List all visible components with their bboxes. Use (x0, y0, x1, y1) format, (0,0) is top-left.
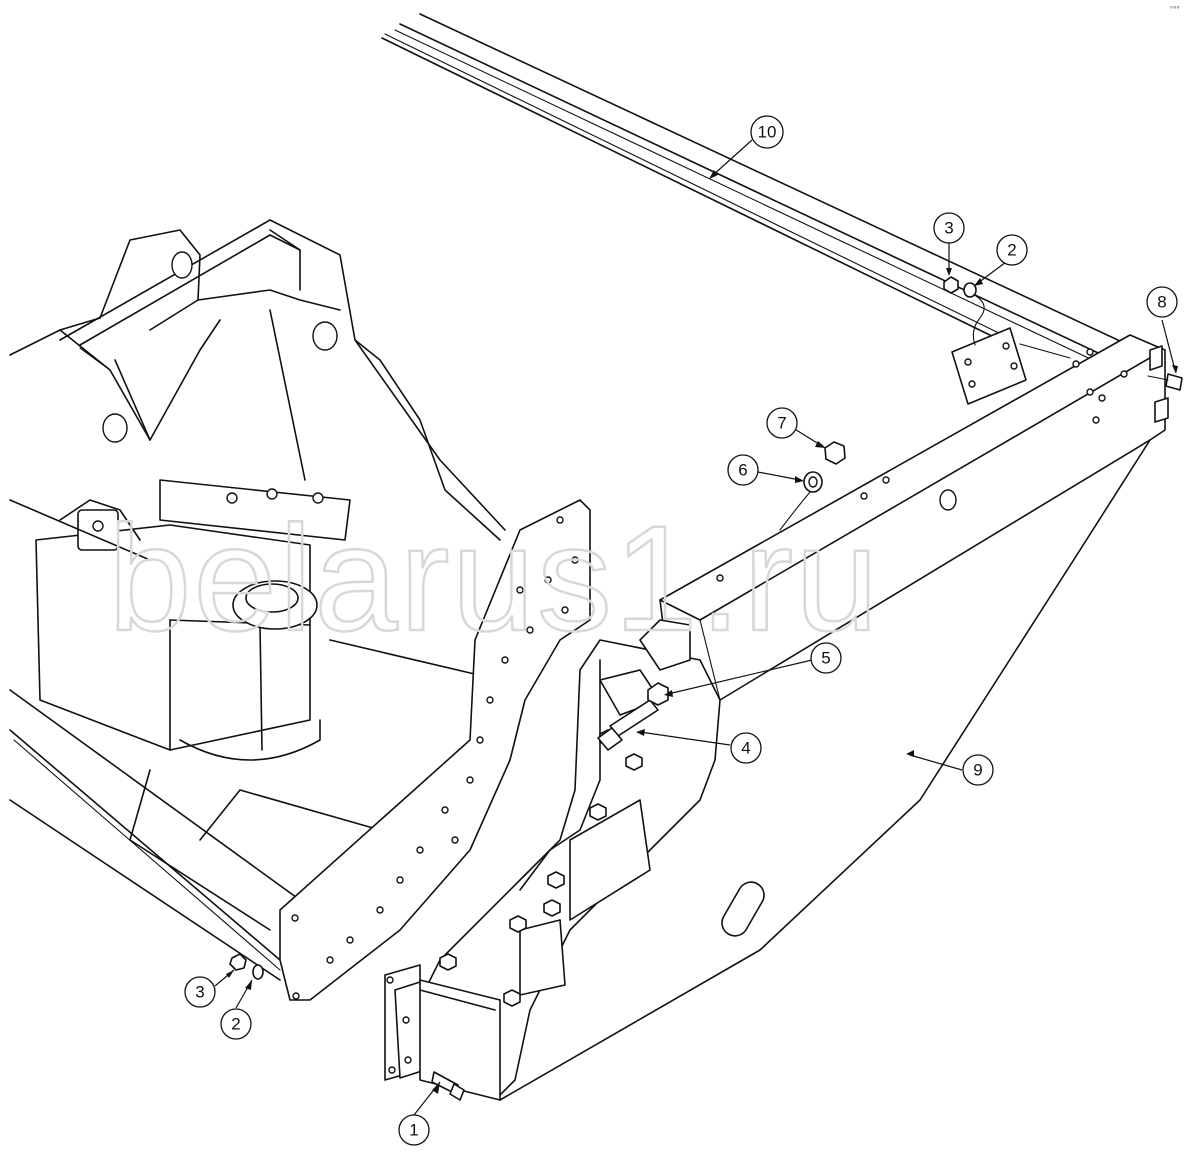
callout-9: 9 (962, 754, 994, 786)
callout-6: 6 (727, 454, 759, 486)
nut-part-7 (824, 441, 846, 465)
callout-2-top-label: 2 (1007, 241, 1016, 260)
callout-3-top: 3 (933, 212, 965, 244)
callout-7: 7 (766, 407, 798, 439)
callout-6-label: 6 (738, 461, 747, 480)
callout-3-left-label: 3 (195, 983, 204, 1002)
callout-9-label: 9 (973, 761, 982, 780)
callout-1: 1 (398, 1114, 430, 1146)
lower-frame-rails (9, 499, 501, 981)
inner-bracket-plate (384, 619, 721, 1101)
fasteners (229, 276, 1183, 1101)
watermark-text: belarus1.ru (108, 494, 880, 662)
callout-4-label: 4 (741, 739, 750, 758)
callout-4: 4 (730, 732, 762, 764)
callout-8-label: 8 (1157, 293, 1166, 312)
rear-lift-frame (9, 219, 506, 541)
callout-10: 10 (750, 115, 784, 149)
nut-part-3-top (943, 276, 959, 294)
nut-part-5 (647, 682, 669, 706)
washer-part-2-top (963, 282, 977, 298)
callout-1-label: 1 (409, 1121, 418, 1140)
corner-mark: °°° (1170, 5, 1180, 14)
pivot-housing (35, 479, 351, 761)
bolt-part-8 (1165, 373, 1183, 391)
leader-lines (214, 139, 1178, 1116)
callout-5: 5 (810, 642, 842, 674)
callout-10-label: 10 (758, 123, 777, 142)
nut-part-3 (229, 953, 247, 971)
callout-2-left: 2 (220, 1008, 252, 1040)
rail-part-10 (381, 13, 1151, 405)
callout-3-left: 3 (184, 976, 216, 1008)
callout-7-label: 7 (777, 414, 786, 433)
callout-2-top: 2 (996, 234, 1028, 266)
callout-5-label: 5 (821, 649, 830, 668)
callout-2-left-label: 2 (231, 1015, 240, 1034)
callout-3-top-label: 3 (944, 219, 953, 238)
washer-part-2 (252, 964, 264, 980)
callout-8: 8 (1146, 286, 1178, 318)
left-mounting-plate (279, 499, 591, 1001)
